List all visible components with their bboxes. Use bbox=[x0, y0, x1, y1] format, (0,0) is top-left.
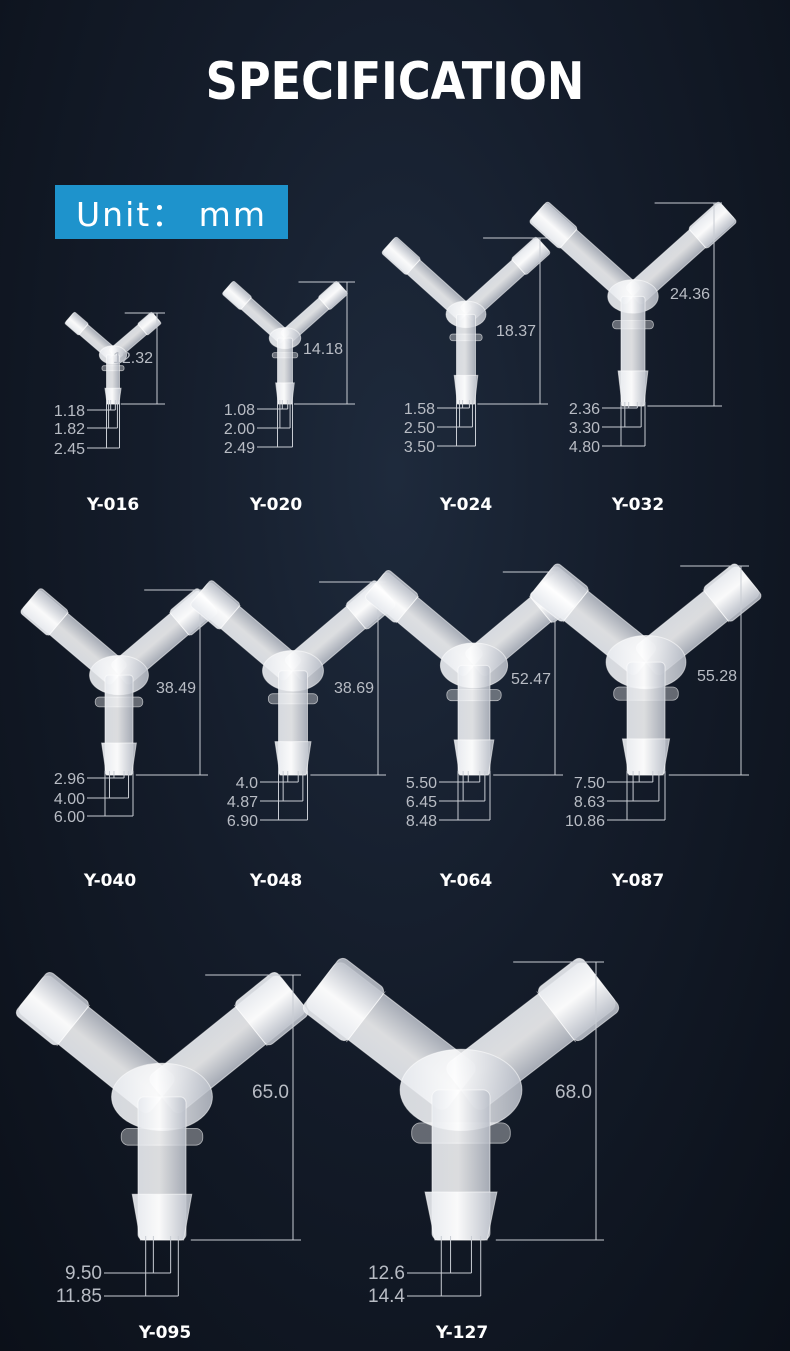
model-label: Y-087 bbox=[611, 871, 664, 891]
barb bbox=[453, 739, 495, 776]
diameter-value: 7.50 bbox=[574, 775, 605, 792]
page-title: SPECIFICATION bbox=[205, 52, 585, 112]
height-dimension: 14.18 bbox=[294, 281, 355, 405]
diameter-value: 6.90 bbox=[227, 813, 258, 830]
diameter-value: 10.86 bbox=[565, 813, 605, 830]
height-value: 38.49 bbox=[156, 680, 196, 697]
diameter-value: 4.87 bbox=[227, 794, 258, 811]
barb bbox=[274, 741, 312, 776]
diameter-value: 4.80 bbox=[569, 439, 600, 456]
diameter-value: 6.00 bbox=[54, 809, 85, 826]
part-y-040: 38.49 2.96 4.006.00Y-040 bbox=[20, 588, 218, 891]
diameter-value: 8.48 bbox=[406, 813, 437, 830]
model-label: Y-040 bbox=[83, 871, 137, 891]
height-dimension: 38.69 bbox=[310, 581, 386, 776]
diameter-value: 1.08 bbox=[224, 402, 255, 419]
diameter-value: 2.50 bbox=[404, 420, 435, 437]
height-dimension: 55.28 bbox=[668, 565, 749, 776]
barb bbox=[131, 1193, 193, 1241]
part-y-020: 14.18 1.08 2.00 2.49Y-020 bbox=[222, 280, 355, 515]
diameter-dimensions: 4.0 4.87 6.90 bbox=[227, 771, 308, 830]
diameter-value: 2.45 bbox=[54, 441, 85, 458]
barb bbox=[101, 742, 137, 776]
diameter-dimensions: 1.58 2.50 3.50 bbox=[404, 400, 476, 456]
diameter-value: 9.50 bbox=[65, 1263, 102, 1284]
diameter-value: 2.96 bbox=[54, 771, 85, 788]
height-value: 14.18 bbox=[303, 341, 343, 358]
height-value: 65.0 bbox=[252, 1082, 289, 1103]
diameter-dimensions: 2.96 4.006.00 bbox=[54, 771, 134, 826]
height-dimension: 18.37 bbox=[477, 237, 548, 405]
height-value: 18.37 bbox=[496, 323, 536, 340]
part-y-064: 52.47 5.50 6.45 8.48Y-064 bbox=[365, 570, 583, 891]
part-y-024: 18.37 1.58 2.50 3.50Y-024 bbox=[381, 236, 551, 515]
diameter-value: 2.49 bbox=[224, 440, 255, 457]
part-y-032: 24.36 2.36 3.30 4.80Y-032 bbox=[529, 201, 737, 515]
model-label: Y-127 bbox=[435, 1323, 488, 1343]
barb bbox=[453, 374, 479, 405]
diameter-dimensions: 5.50 6.45 8.48 bbox=[406, 771, 491, 830]
barb bbox=[617, 370, 649, 407]
model-label: Y-032 bbox=[611, 495, 664, 515]
left-arm bbox=[529, 201, 641, 305]
diameter-dimensions: 1.181.82 2.45 bbox=[54, 400, 120, 458]
model-label: Y-048 bbox=[249, 871, 302, 891]
height-dimension: 68.0 bbox=[495, 961, 604, 1241]
diameter-value: 3.30 bbox=[569, 420, 600, 437]
height-value: 55.28 bbox=[697, 668, 737, 685]
diameter-dimensions: 7.50 8.63 10.86 bbox=[565, 771, 666, 830]
model-label: Y-016 bbox=[86, 495, 139, 515]
height-value: 52.47 bbox=[511, 671, 551, 688]
barb bbox=[104, 387, 122, 405]
height-value: 38.69 bbox=[334, 680, 374, 697]
part-y-016: 12.32 1.181.82 2.45Y-016 bbox=[54, 311, 165, 515]
height-value: 24.36 bbox=[670, 286, 710, 303]
diameter-value: 8.63 bbox=[574, 794, 605, 811]
diameter-value: 6.45 bbox=[406, 794, 437, 811]
diameter-value: 3.50 bbox=[404, 439, 435, 456]
height-dimension: 38.49 bbox=[135, 589, 208, 776]
diameter-value: 5.50 bbox=[406, 775, 437, 792]
diameter-value: 4.0 bbox=[236, 775, 258, 792]
barb bbox=[275, 382, 295, 405]
diameter-dimensions: 12.614.4 bbox=[368, 1236, 482, 1307]
height-dimension: 65.0 bbox=[190, 974, 301, 1241]
model-label: Y-095 bbox=[138, 1323, 191, 1343]
model-label: Y-024 bbox=[439, 495, 493, 515]
part-y-127: 68.0 12.614.4Y-127 bbox=[302, 957, 620, 1343]
height-value: 68.0 bbox=[555, 1082, 592, 1103]
diameter-value: 2.00 bbox=[224, 421, 255, 438]
diameter-value: 14.4 bbox=[368, 1286, 405, 1307]
diameter-dimensions: 2.36 3.30 4.80 bbox=[569, 401, 646, 456]
diameter-value: 4.00 bbox=[54, 791, 85, 808]
diameter-value: 12.6 bbox=[368, 1263, 405, 1284]
height-value: 12.32 bbox=[113, 350, 153, 367]
barb bbox=[621, 738, 671, 776]
height-dimension: 12.32 bbox=[113, 312, 165, 405]
diameter-value: 1.18 bbox=[54, 403, 85, 420]
diameter-value: 1.58 bbox=[404, 401, 435, 418]
model-label: Y-064 bbox=[439, 871, 493, 891]
diameter-value: 11.85 bbox=[56, 1286, 102, 1307]
barb bbox=[424, 1191, 498, 1241]
part-y-048: 38.69 4.0 4.87 6.90Y-048 bbox=[190, 580, 396, 891]
part-y-087: 55.28 7.50 8.63 10.86Y-087 bbox=[530, 563, 762, 891]
unit-badge: Unit： mm bbox=[55, 185, 288, 239]
diameter-value: 1.82 bbox=[54, 421, 85, 438]
diameter-value: 2.36 bbox=[569, 401, 600, 418]
diameter-dimensions: 1.08 2.00 2.49 bbox=[224, 400, 293, 457]
height-dimension: 24.36 bbox=[647, 202, 722, 407]
model-label: Y-020 bbox=[249, 495, 303, 515]
